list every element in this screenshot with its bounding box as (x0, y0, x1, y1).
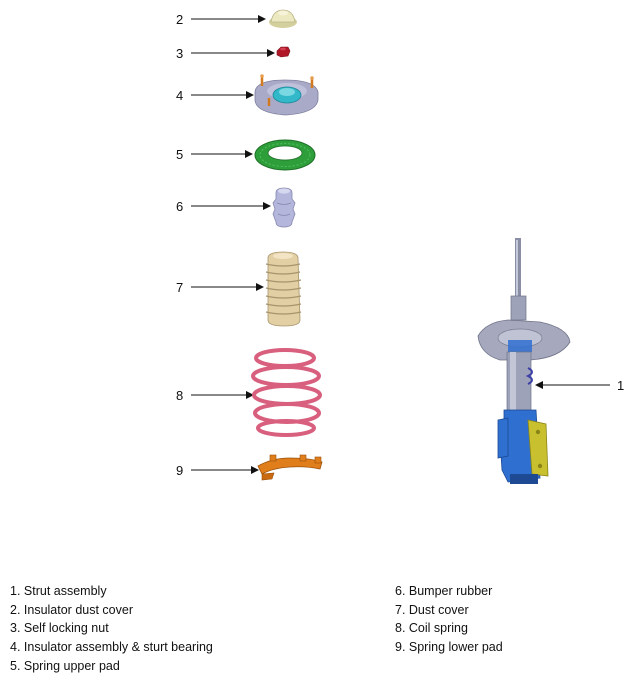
bumper-rubber (272, 187, 296, 228)
callout-2: 2 (176, 12, 183, 27)
legend-item: 1. Strut assembly (10, 584, 107, 598)
spring-upper-pad (254, 139, 316, 171)
self-locking-nut (276, 46, 291, 58)
callout-1: 1 (617, 378, 624, 393)
strut-assembly (477, 238, 571, 484)
callout-8: 8 (176, 388, 183, 403)
exploded-parts-diagram: 2 3 4 5 6 7 (176, 9, 624, 484)
legend-item: 2. Insulator dust cover (10, 602, 133, 617)
callout-3: 3 (176, 46, 183, 61)
insulator-dust-cover (269, 9, 297, 28)
legend-item: 4. Insulator assembly & sturt bearing (10, 640, 213, 655)
callout-9: 9 (176, 463, 183, 478)
legend-item: 6. Bumper rubber (395, 584, 493, 598)
callout-4: 4 (176, 88, 183, 103)
legend-item: 3. Self locking nut (10, 621, 109, 636)
callout-7: 7 (176, 280, 183, 295)
spring-lower-pad (257, 454, 323, 481)
legend-item: 7. Dust cover (395, 602, 469, 617)
insulator-assembly-and-strut-bearing (254, 74, 319, 116)
legend-left-column: 1. Strut assembly 2. Insulator dust cove… (10, 582, 213, 676)
callout-5: 5 (176, 147, 183, 162)
dust-cover (265, 251, 302, 327)
legend-item: 9. Spring lower pad (395, 640, 503, 655)
callout-6: 6 (176, 199, 183, 214)
coil-spring (251, 348, 322, 437)
legend-item: 8. Coil spring (395, 621, 468, 636)
legend-item: 5. Spring upper pad (10, 658, 120, 673)
legend-right-column: 6. Bumper rubber 7. Dust cover 8. Coil s… (395, 582, 503, 657)
